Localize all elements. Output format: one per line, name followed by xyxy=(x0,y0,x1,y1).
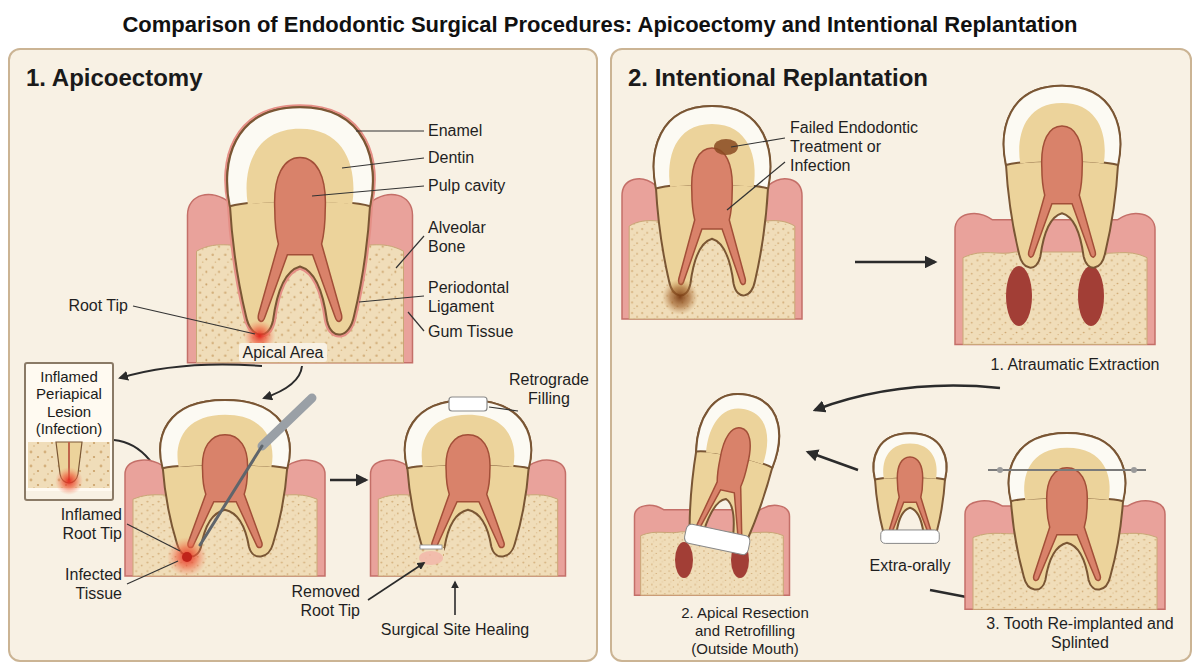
empty-socket xyxy=(1078,266,1104,326)
part-label: Gum Tissue xyxy=(428,322,578,341)
flow-arrow xyxy=(815,386,1000,410)
leader-lines xyxy=(127,524,180,584)
panel-ground xyxy=(9,49,597,661)
part-label: Surgical Site Healing xyxy=(355,620,555,639)
part-label: Root Tip xyxy=(40,296,128,315)
lesion-core xyxy=(182,552,192,562)
part-label: Alveolar Bone xyxy=(428,218,508,256)
splint-bond xyxy=(1131,467,1137,473)
flow-arrow xyxy=(855,261,935,264)
flow-arrow xyxy=(120,365,262,379)
diagram-title: Comparison of Endodontic Surgical Proced… xyxy=(122,12,1077,38)
part-label: Apical Area xyxy=(239,343,328,362)
splint-bond xyxy=(997,467,1003,473)
tooth xyxy=(1009,433,1126,590)
periodontal-ligament xyxy=(227,107,373,334)
tooth-site xyxy=(635,505,790,595)
part-label: 2. Apical Resection and Retrofilling (Ou… xyxy=(670,604,820,658)
tilted-tooth xyxy=(676,387,788,558)
periapical-lesion xyxy=(662,279,698,315)
pointer-arrow xyxy=(368,563,424,600)
retro-seal xyxy=(420,545,442,549)
instrument-handle xyxy=(262,398,312,446)
part-label: Retrograde Filling xyxy=(505,370,593,408)
part-label: 3. Tooth Re-implanted and Splinted xyxy=(975,614,1185,652)
retrofill-cap xyxy=(683,523,751,555)
tooth xyxy=(160,400,290,557)
part-label: Enamel xyxy=(428,121,578,140)
flow-arrow xyxy=(808,452,858,470)
tooth xyxy=(874,433,947,539)
part-label: Inflamed Root Tip xyxy=(30,505,122,543)
leader-line xyxy=(489,407,518,411)
tooth xyxy=(1004,86,1121,268)
inset-lesion xyxy=(55,467,83,495)
empty-socket xyxy=(675,542,693,578)
leader-lines xyxy=(727,138,785,210)
part-label: Periodontal Ligament xyxy=(428,278,528,316)
healing-tissue xyxy=(419,551,443,565)
retrograde-filling xyxy=(449,397,487,411)
retrofill-cap xyxy=(881,530,940,543)
instrument-tip xyxy=(200,446,262,545)
cut-root xyxy=(418,548,444,566)
node-heading: 1. Apicoectomy xyxy=(10,50,596,106)
part-label: 1. Atraumatic Extraction xyxy=(965,355,1185,374)
inset-box: Inflamed Periapical Lesion (Infection) xyxy=(24,362,114,501)
tooth xyxy=(405,400,531,557)
extra-oral-tooth xyxy=(874,433,947,543)
leader-lines xyxy=(133,131,424,334)
tooth xyxy=(227,107,373,334)
tooth-site xyxy=(955,214,1155,345)
flow-arrow xyxy=(330,479,366,482)
node-heading: Inflamed Periapical Lesion (Infection) xyxy=(26,364,112,441)
splint-wire xyxy=(988,469,1146,471)
empty-socket xyxy=(1006,266,1032,326)
flow-arrow xyxy=(264,366,302,398)
part-label: Removed Root Tip xyxy=(286,582,364,620)
part-label: Extra-orally xyxy=(850,556,970,575)
part-label: Dentin xyxy=(428,148,578,167)
part-label: Failed Endodontic Treatment or Infection xyxy=(790,118,925,176)
node-heading: 2. Intentional Replantation xyxy=(612,50,1190,106)
pointer-arrow xyxy=(454,582,456,615)
panel-ground xyxy=(611,49,1191,661)
part-label: Pulp cavity xyxy=(428,176,578,195)
part-label: Infected Tissue xyxy=(30,565,122,603)
tooth xyxy=(654,106,771,295)
